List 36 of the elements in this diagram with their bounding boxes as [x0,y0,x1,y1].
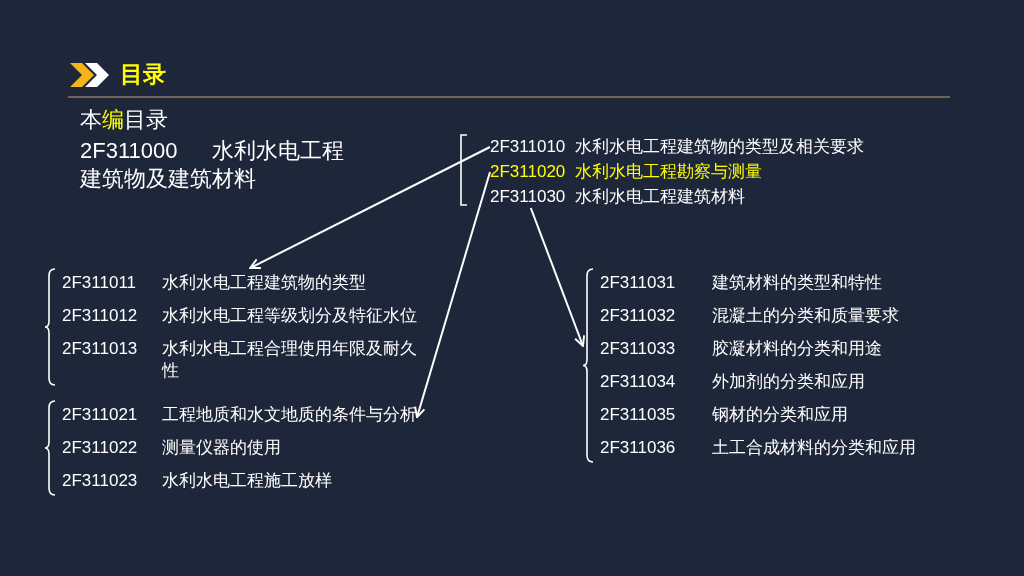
topic-title: 土工合成材料的分类和应用 [712,437,916,459]
section-code: 2F311010 [490,136,566,158]
chapter-title: 2F311000 水利水电工程建筑物及建筑材料 [80,137,345,193]
topic-title: 测量仪器的使用 [162,437,281,459]
topic-code: 2F311011 [62,272,137,294]
topic-code: 2F311036 [600,437,676,459]
arrow [529,207,586,347]
topic-code: 2F311023 [62,470,138,492]
topic-title: 水利水电工程合理使用年限及耐久性 [162,338,418,382]
page-title: 目录 [120,60,166,88]
topic-code: 2F311034 [600,371,676,393]
topic-title: 水利水电工程等级划分及特征水位 [162,305,417,327]
section-title: 水利水电工程建筑物的类型及相关要求 [575,136,864,158]
arrow [249,146,491,269]
arrow [414,171,491,419]
topic-code: 2F311035 [600,404,676,426]
topic-code: 2F311033 [600,338,676,360]
topic-title: 水利水电工程施工放样 [162,470,332,492]
topic-code: 2F311032 [600,305,676,327]
section-title: 水利水电工程勘察与测量 [575,161,762,183]
topic-title: 工程地质和水文地质的条件与分析 [162,404,417,426]
section-code: 2F311020 [490,161,566,183]
topic-title: 钢材的分类和应用 [712,404,848,426]
topic-title: 胶凝材料的分类和用途 [712,338,882,360]
topic-code: 2F311012 [62,305,138,327]
topic-title: 建筑材料的类型和特性 [712,272,882,294]
section-title: 水利水电工程建筑材料 [575,186,745,208]
toc-heading: 本编目录 [80,106,168,134]
topic-code: 2F311022 [62,437,138,459]
topic-title: 混凝土的分类和质量要求 [712,305,899,327]
topic-title: 外加剂的分类和应用 [712,371,865,393]
section-code: 2F311030 [490,186,566,208]
topic-code: 2F311031 [600,272,676,294]
topic-code: 2F311013 [62,338,138,360]
topic-title: 水利水电工程建筑物的类型 [162,272,366,294]
topic-code: 2F311021 [62,404,138,426]
